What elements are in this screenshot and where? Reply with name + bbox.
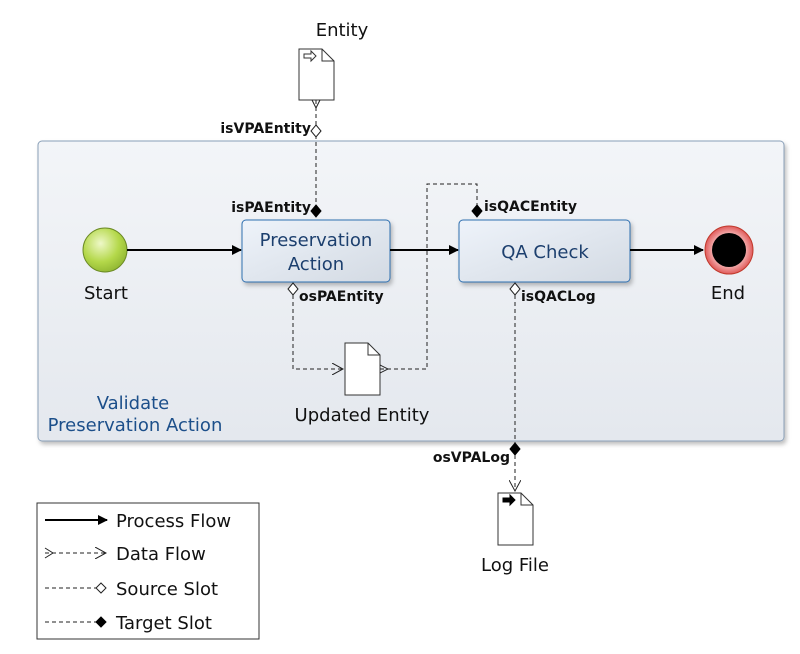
data-link-updated-entity-to-qa (380, 183, 478, 370)
process-container[interactable] (37, 140, 785, 442)
slot-is-qac-log: isQACLog (521, 289, 596, 305)
output-arrow-icon (502, 493, 516, 507)
entity-label: Entity (316, 20, 369, 41)
legend-process-flow-label: Process Flow (116, 511, 231, 532)
legend-box (36, 502, 260, 640)
start-event[interactable] (82, 227, 128, 273)
input-arrow-icon (303, 49, 317, 63)
qa-check-label: QA Check (501, 242, 589, 263)
slot-is-qac-entity: isQACEntity (484, 199, 577, 215)
data-flow-pa-to-updated-entity (292, 295, 343, 369)
slot-is-vpa-entity: isVPAEntity (220, 121, 311, 137)
updated-entity-data-object[interactable] (344, 342, 381, 396)
end-label: End (711, 283, 745, 304)
process-name-line1: Validate (97, 393, 170, 414)
slot-is-pa-entity: isPAEntity (231, 200, 311, 216)
source-slot-marker-vpa (310, 124, 322, 138)
target-slot-marker-vpa-log (509, 442, 521, 456)
target-slot-marker-qa (471, 204, 483, 218)
target-slot-marker-pa (310, 204, 322, 218)
slot-os-vpa-log: osVPALog (433, 450, 510, 466)
slot-os-pa-entity: osPAEntity (299, 289, 384, 305)
log-file-data-object[interactable] (497, 492, 534, 546)
updated-entity-label: Updated Entity (295, 405, 430, 426)
preservation-action-label-line1: Preservation (260, 230, 373, 251)
legend: Process Flow Data Flow Source Slot Targe… (36, 502, 260, 640)
legend-target-slot-label: Target Slot (115, 613, 212, 634)
legend-source-slot-label: Source Slot (116, 579, 218, 600)
log-file-label: Log File (481, 555, 549, 576)
start-label: Start (84, 283, 128, 304)
legend-data-flow-label: Data Flow (116, 544, 206, 565)
process-name-line2: Preservation Action (48, 415, 223, 436)
preservation-action-label-line2: Action (288, 254, 344, 275)
entity-data-object[interactable] (298, 48, 335, 101)
end-event[interactable] (704, 225, 754, 275)
